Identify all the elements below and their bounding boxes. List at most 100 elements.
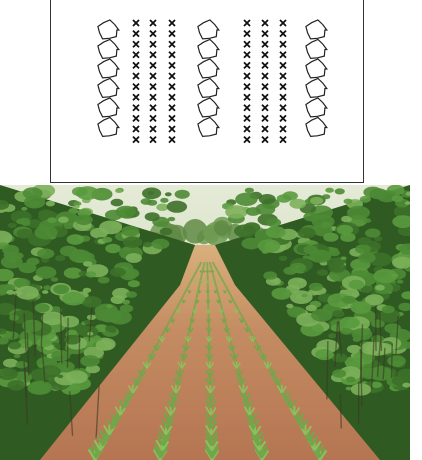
crop-column (279, 19, 287, 144)
crop-seedling-icon (243, 82, 251, 91)
crop-seedling-icon (168, 40, 176, 48)
crop-column (261, 19, 269, 144)
alley-cropping-diagram (50, 0, 364, 183)
crop-seedling-icon (149, 29, 157, 38)
crop-seedling-icon (168, 135, 176, 144)
crop-seedling-icon (279, 51, 287, 59)
crop-seedling-icon (261, 72, 269, 80)
tree-hedge-icon (97, 77, 120, 99)
crop-seedling-icon (149, 19, 157, 27)
crop-seedling-icon (168, 114, 176, 123)
crop-seedling-icon (132, 135, 140, 144)
crop-seedling-icon (149, 125, 157, 133)
right-hedgerow (215, 185, 410, 460)
diagram-canvas (97, 19, 328, 144)
tree-hedge-icon (97, 58, 120, 79)
crop-seedling-icon (243, 72, 251, 80)
tree-column (197, 19, 220, 138)
tree-hedge-icon (305, 116, 328, 138)
tree-hedge-icon (305, 58, 328, 79)
crop-seedling-icon (132, 125, 140, 133)
crop-seedling-icon (279, 29, 287, 38)
crop-seedling-icon (261, 82, 269, 91)
crop-seedling-icon (168, 29, 176, 38)
crop-seedling-icon (132, 40, 140, 48)
tree-hedge-icon (197, 97, 220, 118)
tree-hedge-icon (197, 38, 220, 60)
tree-column (97, 19, 120, 138)
tree-hedge-icon (197, 19, 220, 40)
crop-seedling-icon (243, 29, 251, 38)
crop-seedling-icon (261, 125, 269, 133)
crop-column (243, 19, 251, 144)
tree-hedge-icon (97, 19, 120, 40)
crop-seedling-icon (261, 19, 269, 27)
crop-seedling-icon (132, 19, 140, 27)
crop-column (149, 19, 157, 144)
crop-seedling-icon (243, 19, 251, 27)
crop-seedling-icon (132, 104, 140, 112)
crop-column (132, 19, 140, 144)
crop-seedling-icon (279, 93, 287, 101)
tree-hedge-icon (97, 116, 120, 138)
crop-seedling-icon (132, 114, 140, 123)
crop-seedling-icon (279, 135, 287, 144)
crop-seedling-icon (279, 61, 287, 70)
crop-seedling-icon (261, 93, 269, 101)
crop-seedling-icon (243, 125, 251, 133)
crop-seedling-icon (168, 125, 176, 133)
tree-hedge-icon (197, 58, 220, 79)
crop-seedling-icon (243, 40, 251, 48)
crop-seedling-icon (132, 82, 140, 91)
tree-hedge-icon (97, 38, 120, 60)
crop-seedling-icon (149, 72, 157, 80)
crop-seedling-icon (243, 135, 251, 144)
crop-seedling-icon (261, 114, 269, 123)
tree-hedge-icon (197, 116, 220, 138)
crop-seedling-icon (261, 104, 269, 112)
crop-seedling-icon (149, 114, 157, 123)
seedling-row (87, 261, 203, 460)
crop-seedling-icon (132, 51, 140, 59)
crop-seedling-icon (149, 93, 157, 101)
crop-seedling-icon (168, 93, 176, 101)
crop-seedling-icon (243, 93, 251, 101)
crop-seedling-icon (279, 19, 287, 27)
crop-seedling-icon (168, 72, 176, 80)
photo-canvas (0, 185, 410, 460)
crop-seedling-icon (243, 61, 251, 70)
tree-column (305, 19, 328, 138)
crop-seedling-icon (132, 93, 140, 101)
seedling-row (211, 261, 328, 460)
crop-seedling-icon (132, 72, 140, 80)
tree-hedge-icon (197, 77, 220, 99)
tree-hedge-icon (97, 97, 120, 118)
crop-seedling-icon (279, 40, 287, 48)
crop-seedling-icon (279, 72, 287, 80)
crop-seedling-icon (261, 40, 269, 48)
seedling-row (204, 261, 220, 460)
crop-seedling-icon (279, 114, 287, 123)
crop-seedling-icon (132, 29, 140, 38)
crop-seedling-icon (243, 114, 251, 123)
crop-seedling-icon (168, 61, 176, 70)
crop-seedling-icon (261, 29, 269, 38)
alley-cropping-photo (0, 185, 410, 460)
crop-seedling-icon (261, 135, 269, 144)
crop-seedling-icon (149, 40, 157, 48)
crop-seedling-icon (168, 104, 176, 112)
crop-seedling-icon (243, 104, 251, 112)
tree-hedge-icon (305, 77, 328, 99)
crop-rows (87, 261, 328, 460)
soil-alley (0, 245, 410, 460)
crop-seedling-icon (168, 19, 176, 27)
crop-seedling-icon (149, 135, 157, 144)
crop-column (168, 19, 176, 144)
crop-seedling-icon (279, 82, 287, 91)
crop-seedling-icon (279, 125, 287, 133)
crop-seedling-icon (149, 61, 157, 70)
crop-seedling-icon (261, 51, 269, 59)
crop-seedling-icon (279, 104, 287, 112)
crop-seedling-icon (168, 51, 176, 59)
crop-seedling-icon (149, 104, 157, 112)
